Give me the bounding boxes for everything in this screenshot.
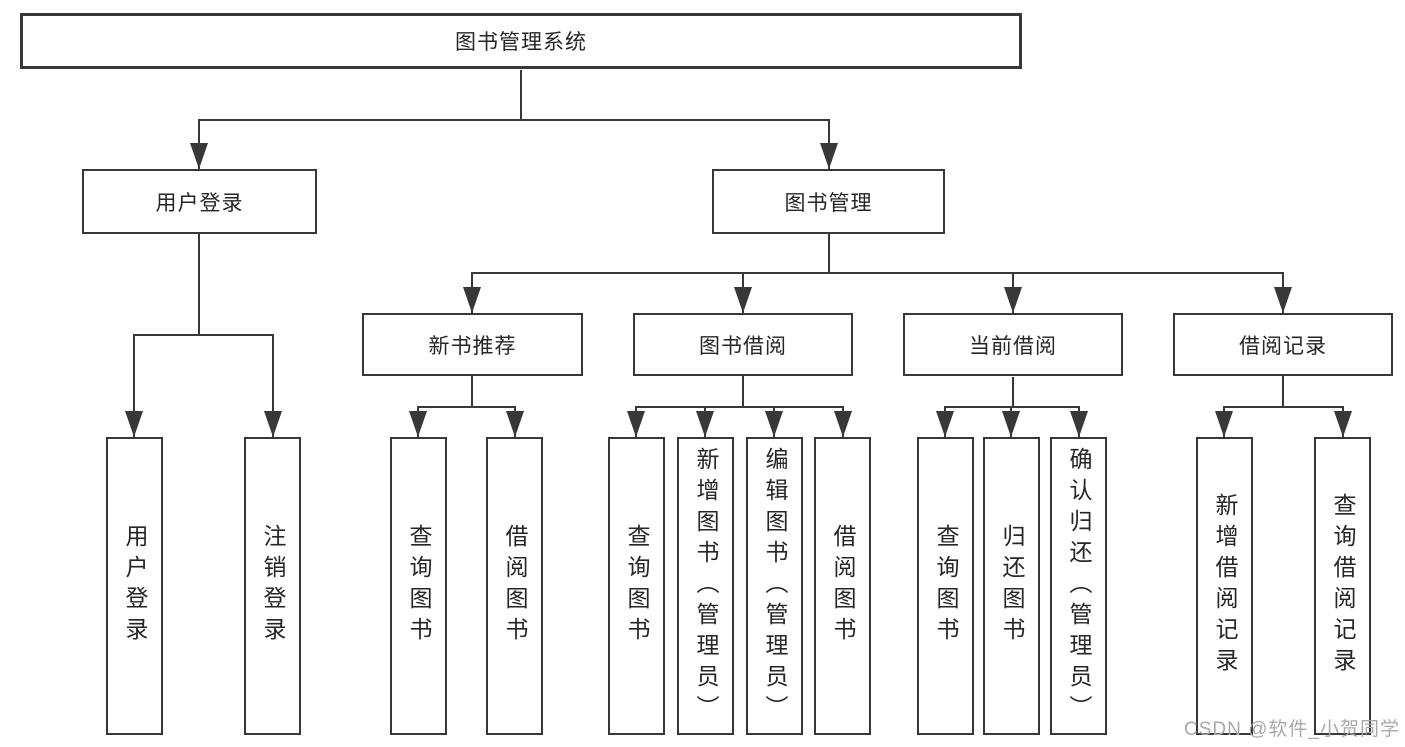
connector-line	[471, 272, 1284, 274]
leaf-borrow-books-rec: 借阅图书	[486, 437, 543, 735]
leaf-label: 注销登录	[260, 524, 286, 648]
leaf-label: 借阅图书	[830, 524, 856, 648]
leaf-label: 归还图书	[999, 524, 1025, 648]
connector-line	[944, 406, 1080, 408]
arrowhead	[1002, 411, 1020, 437]
arrowhead	[463, 287, 481, 313]
node-current-borrow: 当前借阅	[903, 313, 1123, 376]
arrowhead	[1215, 411, 1233, 437]
leaf-query-books-current: 查询图书	[917, 437, 974, 735]
leaf-label: 用户登录	[122, 524, 148, 648]
node-new-book-recommend: 新书推荐	[362, 313, 583, 376]
connector-line	[1223, 406, 1344, 408]
node-root-system: 图书管理系统	[20, 13, 1022, 69]
leaf-label: 编辑图书（管理员）	[762, 446, 788, 726]
leaf-label: 查询借阅记录	[1330, 493, 1356, 679]
arrowhead	[506, 411, 524, 437]
connector-line	[635, 406, 844, 408]
leaf-add-borrow-record: 新增借阅记录	[1196, 437, 1253, 735]
leaf-borrow-books: 借阅图书	[814, 437, 871, 735]
arrowhead	[834, 411, 852, 437]
leaf-label: 查询图书	[624, 524, 650, 648]
arrowhead	[820, 143, 838, 169]
connector-line	[133, 334, 135, 437]
node-book-borrow: 图书借阅	[633, 313, 853, 376]
leaf-confirm-return-admin: 确认归还（管理员）	[1050, 437, 1107, 735]
leaf-label: 新增图书（管理员）	[693, 446, 719, 726]
connector-line	[198, 234, 200, 336]
leaf-label: 确认归还（管理员）	[1066, 446, 1092, 726]
arrowhead	[1334, 411, 1352, 437]
leaf-label: 新增借阅记录	[1212, 493, 1238, 679]
arrowhead	[765, 411, 783, 437]
leaf-user-login: 用户登录	[106, 437, 163, 735]
arrowhead	[734, 287, 752, 313]
node-book-management: 图书管理	[712, 169, 945, 234]
arrowhead	[264, 411, 282, 437]
arrowhead	[627, 411, 645, 437]
leaf-return-books: 归还图书	[983, 437, 1040, 735]
arrowhead	[409, 411, 427, 437]
leaf-query-books-borrow: 查询图书	[608, 437, 665, 735]
connector-line	[1282, 376, 1284, 408]
connector-line	[471, 376, 473, 408]
arrowhead	[936, 411, 954, 437]
connector-line	[520, 70, 522, 120]
connector-line	[417, 406, 516, 408]
leaf-label: 查询图书	[406, 524, 432, 648]
leaf-add-books-admin: 新增图书（管理员）	[677, 437, 734, 735]
node-borrow-records: 借阅记录	[1173, 313, 1393, 376]
leaf-label: 借阅图书	[502, 524, 528, 648]
connector-line	[828, 234, 830, 274]
arrowhead	[1070, 411, 1088, 437]
leaf-query-borrow-record: 查询借阅记录	[1314, 437, 1371, 735]
node-user-login: 用户登录	[82, 169, 317, 234]
connector-line	[742, 376, 744, 408]
csdn-watermark: CSDN @软件_小贺同学	[1184, 719, 1400, 740]
connector-line	[198, 119, 830, 121]
arrowhead	[696, 411, 714, 437]
arrowhead	[1004, 287, 1022, 313]
leaf-label: 查询图书	[933, 524, 959, 648]
leaf-edit-books-admin: 编辑图书（管理员）	[746, 437, 803, 735]
arrowhead	[125, 411, 143, 437]
arrowhead	[190, 143, 208, 169]
connector-line	[1012, 377, 1014, 408]
connector-line	[272, 334, 274, 437]
connector-line	[133, 334, 274, 336]
arrowhead	[1274, 287, 1292, 313]
leaf-query-books-rec: 查询图书	[390, 437, 447, 735]
leaf-logout: 注销登录	[244, 437, 301, 735]
